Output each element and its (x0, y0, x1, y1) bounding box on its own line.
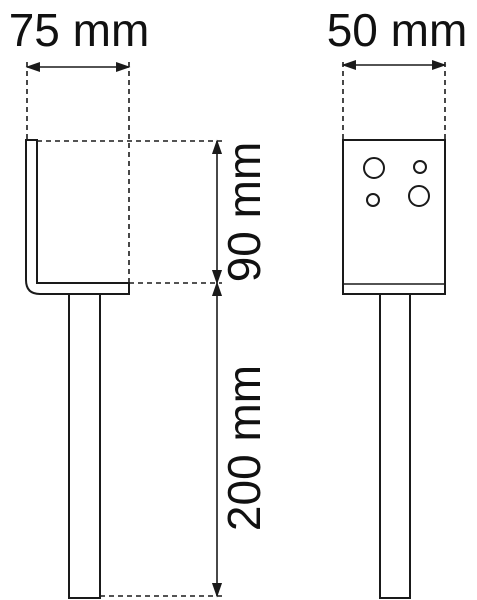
rod-length-label: 200 mm (218, 365, 270, 531)
side-width-label: 75 mm (9, 4, 150, 56)
front-view (341, 59, 447, 599)
side-rod (68, 293, 101, 599)
mounting-hole-large-bottom (408, 185, 430, 207)
bracket-height-label: 90 mm (218, 142, 270, 283)
front-width-label: 50 mm (327, 4, 468, 56)
mounting-hole-large-top (363, 157, 385, 179)
side-view (25, 61, 223, 599)
front-rod (379, 293, 411, 599)
mounting-hole-small-bottom (366, 193, 380, 207)
side-bracket (25, 139, 130, 295)
front-plate (342, 139, 446, 295)
mounting-hole-small-top (413, 160, 427, 174)
